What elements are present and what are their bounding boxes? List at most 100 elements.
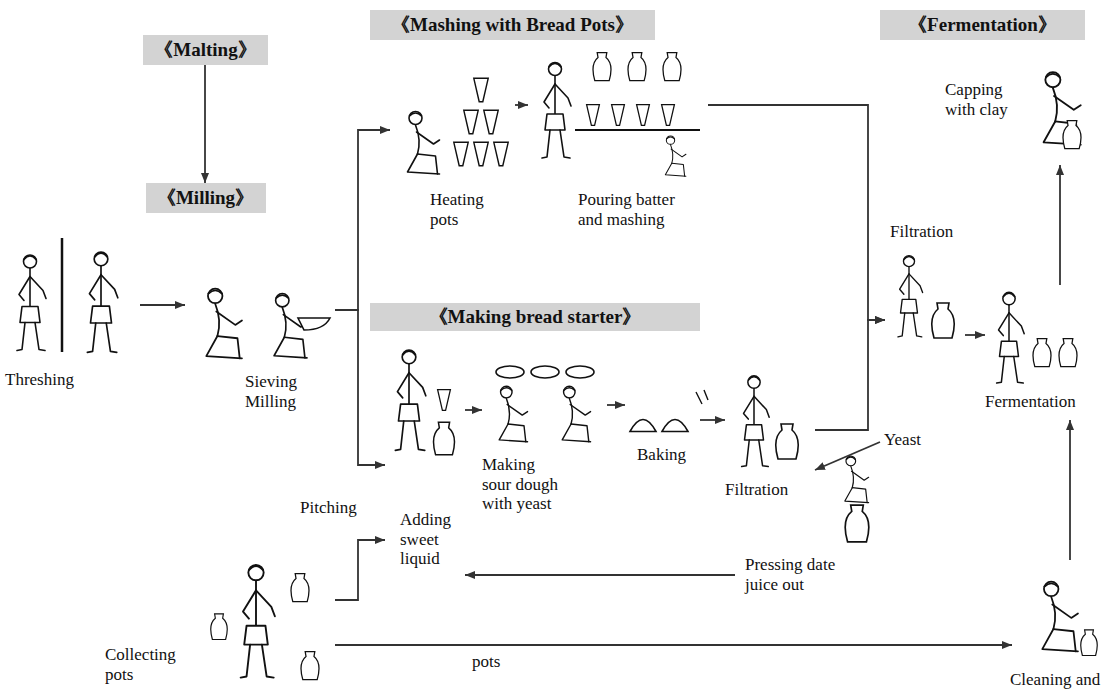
connector-arrow: [1059, 165, 1061, 285]
figure-person: [542, 63, 571, 159]
figure-person: [742, 376, 770, 467]
step-label: Heating pots: [430, 190, 492, 229]
bread-pot: [464, 110, 478, 133]
figure-person: [499, 386, 527, 441]
pot: [845, 505, 869, 542]
figure-person: [562, 386, 590, 441]
pot: [434, 422, 455, 455]
connector-arrow: [335, 130, 390, 310]
process-step: Baking: [625, 395, 700, 470]
step-label: Yeast: [884, 430, 934, 450]
figure-person: [17, 255, 46, 351]
figure-person: [665, 136, 686, 176]
process-step: Making sour dough with yeast: [482, 355, 607, 520]
pot: [301, 652, 319, 680]
figure-person: [206, 289, 242, 359]
figure-person: [241, 565, 275, 678]
bread-pot: [637, 105, 650, 126]
step-label: Filtration: [725, 480, 815, 500]
connector-arrow: [815, 320, 885, 430]
bread-pot: [484, 110, 498, 133]
bread-pot: [612, 105, 625, 126]
step-label: Capping with clay: [945, 80, 1025, 119]
step-label: Pouring batter and mashing: [578, 190, 693, 229]
process-step: Capping with clay: [940, 50, 1095, 165]
edge-label: Pitching: [298, 498, 359, 518]
connector-arrow: [465, 409, 482, 411]
step-label: Adding sweet liquid: [400, 510, 460, 569]
process-step: Heating pots: [390, 50, 515, 235]
figure-person: [845, 456, 869, 502]
pot: [1063, 121, 1081, 149]
bread-pot: [587, 105, 600, 126]
process-step: Filtration: [885, 222, 965, 347]
dough-lump: [531, 366, 559, 378]
step-label: Filtration: [890, 222, 965, 242]
connector-arrow: [515, 104, 528, 106]
stage-header: 《Making bread starter》: [370, 303, 700, 331]
connector-arrow: [335, 540, 385, 600]
process-step: Threshing: [0, 235, 140, 395]
figure-person: [395, 350, 425, 450]
pot: [776, 424, 799, 459]
process-step: Pressing date juice out: [735, 455, 885, 600]
bread-pot: [662, 105, 675, 126]
figure-person: [408, 112, 440, 175]
pot: [593, 53, 611, 81]
connector-arrow: [700, 419, 725, 421]
step-label: Pressing date juice out: [745, 555, 860, 594]
shelf: [575, 129, 700, 131]
process-step: Cleaning and: [1012, 560, 1108, 692]
connector-arrow: [335, 644, 1012, 646]
connector-arrow: [335, 310, 385, 465]
steam-marks: [696, 390, 708, 404]
threshing-pole: [61, 238, 64, 352]
stage-header: 《Mashing with Bread Pots》: [370, 10, 655, 40]
connector-arrow: [965, 334, 985, 336]
stage-header: 《Malting》: [143, 35, 268, 65]
connector-arrow: [607, 404, 625, 406]
figure-person: [997, 292, 1025, 383]
connector-arrow: [815, 442, 880, 470]
pot: [1081, 630, 1098, 656]
stage-title: 《Milling》: [157, 188, 254, 209]
bread-pot: [494, 142, 508, 165]
step-label: Baking: [637, 445, 697, 465]
stage-title: 《Malting》: [154, 40, 256, 61]
stage-title: 《Mashing with Bread Pots》: [391, 15, 634, 36]
process-step: Yeast: [880, 428, 935, 452]
step-label: Cleaning and: [1010, 670, 1108, 690]
pot: [932, 303, 955, 338]
figure-person: [898, 256, 923, 337]
bread-pot: [474, 78, 488, 101]
sieve-bowl: [298, 318, 330, 330]
pot: [1059, 339, 1077, 367]
pot: [1033, 339, 1051, 367]
bread-pot: [454, 142, 468, 165]
process-step: Adding sweet liquid: [385, 340, 465, 580]
step-label: Collecting pots: [105, 645, 195, 684]
bread-pot: [474, 142, 488, 165]
stage-header: 《Milling》: [146, 183, 266, 213]
connector-arrow: [465, 574, 735, 576]
bread-loaf: [662, 420, 688, 432]
figure-person: [1042, 582, 1078, 652]
stage-header: 《Fermentation》: [880, 10, 1085, 40]
dough-lump: [566, 366, 594, 378]
connector-arrow: [1069, 420, 1071, 560]
process-step: Fermentation: [985, 285, 1090, 420]
step-label: Sieving Milling: [245, 372, 315, 411]
pot: [663, 53, 681, 81]
step-label: Threshing: [5, 370, 115, 390]
stage-title: 《Making bread starter》: [429, 307, 642, 328]
process-step: Sieving Milling: [185, 245, 335, 415]
stage-title: 《Fermentation》: [908, 15, 1057, 36]
pot: [628, 53, 646, 81]
pot: [291, 574, 309, 602]
pot: [211, 614, 228, 640]
edge-label: pots: [470, 652, 502, 672]
bread-loaf: [630, 420, 656, 432]
step-label: Making sour dough with yeast: [482, 455, 564, 514]
